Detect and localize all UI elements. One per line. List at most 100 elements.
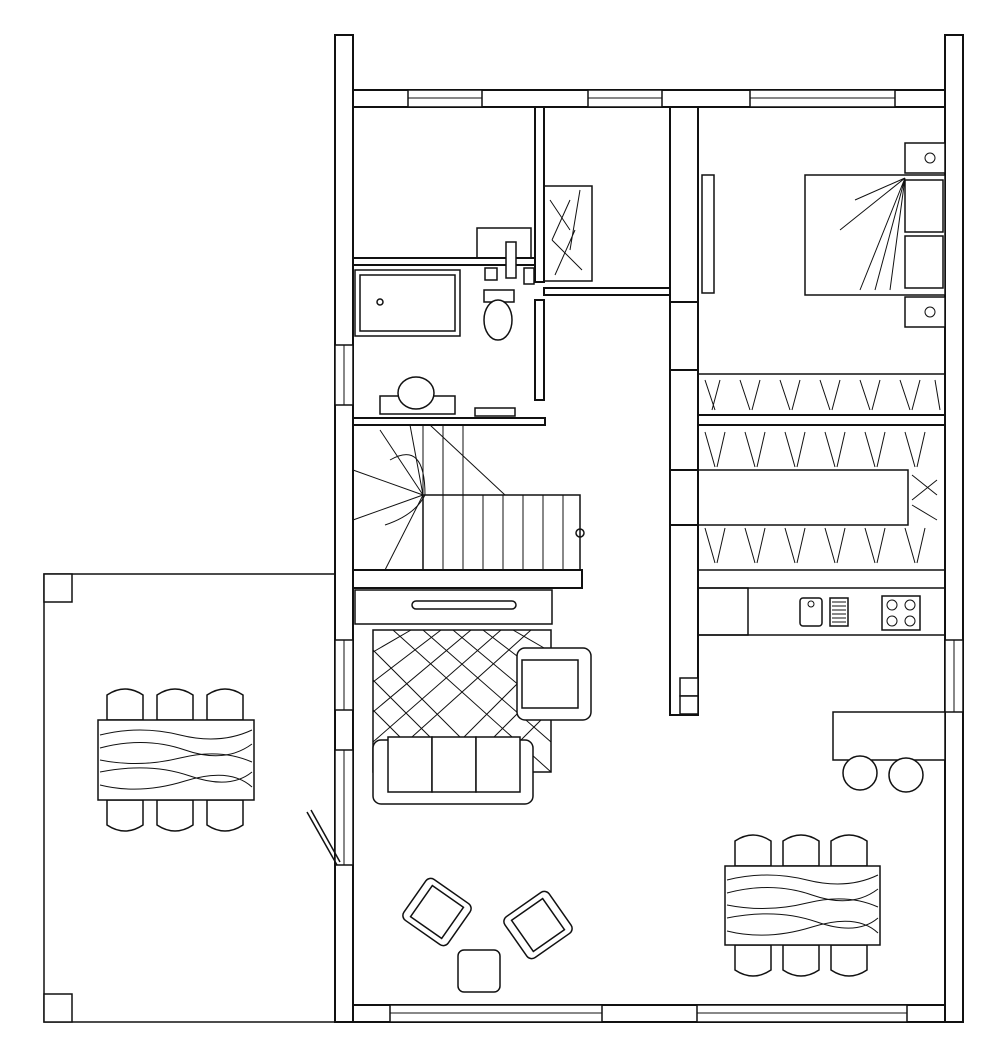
dining-table-part-part [726, 913, 879, 929]
closet-shelving-part [543, 185, 593, 282]
side-table [457, 949, 501, 993]
terrace-dining-table-part-part [206, 688, 244, 721]
dining-table-part [726, 874, 879, 936]
kitchen-part [886, 599, 898, 611]
bathroom [354, 227, 535, 417]
terrace-dining-table-part [99, 729, 253, 790]
living-room [354, 589, 592, 993]
interior-walls-part [543, 287, 671, 296]
terrace-dining-table-part-part [99, 767, 253, 783]
terrace-dining-table [97, 688, 255, 832]
wall-mirror [701, 174, 715, 294]
bedroom-part [924, 152, 936, 164]
terrace-dining-table-part-part [99, 742, 253, 757]
sink [397, 376, 435, 410]
dining-table [724, 834, 881, 977]
staircase-part-part [429, 424, 506, 496]
terrace-dining-table-part-part [106, 799, 144, 832]
terrace-door-part [310, 809, 341, 863]
interior-walls-part [534, 106, 545, 283]
lounge-chair [402, 877, 472, 947]
bathroom-part [359, 274, 456, 332]
exterior-walls-part [334, 34, 354, 1023]
terrace-dining-table-part-part [99, 729, 253, 740]
sofa-part [475, 736, 521, 793]
terrace-dining-table-part-part [206, 799, 244, 832]
dining-table-part-part [726, 898, 879, 910]
interior-walls-part [697, 414, 946, 426]
bedroom [697, 142, 946, 416]
bathroom-part [474, 407, 516, 417]
lounge-chair-part [510, 897, 566, 953]
bedroom-part [704, 379, 941, 411]
sofa [372, 736, 534, 805]
television [411, 600, 517, 610]
dining-table-part-part [726, 920, 879, 936]
staircase-part-part [352, 424, 424, 571]
interior-walls-part [352, 417, 546, 426]
interior-walls-part [669, 301, 699, 371]
washbasin-counter [476, 227, 532, 259]
pillow [904, 235, 944, 289]
terrace-dining-table-part-part [97, 719, 255, 801]
kitchen-part [679, 677, 699, 697]
walk-in-wardrobe-part [911, 474, 938, 521]
bathroom-part [505, 241, 517, 279]
exterior-walls-part [944, 34, 964, 1023]
armchair [516, 647, 592, 721]
dining-table-part-part [830, 834, 868, 867]
kitchen [679, 587, 946, 793]
bathtub [354, 269, 461, 337]
walk-in-wardrobe-part [697, 469, 909, 526]
sofa-part [431, 736, 477, 793]
sofa-part [387, 736, 433, 793]
dining-table-part-part [734, 944, 772, 977]
terrace-dining-table-part-part [106, 688, 144, 721]
drainboard [829, 597, 849, 627]
dining-table-part-part [830, 944, 868, 977]
terrace-dining-table-part-part [156, 799, 194, 832]
terrace-door[interactable] [306, 809, 341, 866]
terrace-dining-table-part-part [99, 774, 253, 790]
staircase-part [422, 494, 581, 571]
armchair-part [521, 659, 579, 709]
walk-in-wardrobe [697, 424, 946, 571]
cooktop [881, 595, 921, 631]
dishwasher [697, 587, 749, 636]
dining-table-part-part [724, 865, 881, 946]
interior-walls-part [669, 369, 699, 471]
kitchen-part [832, 601, 846, 623]
dining-table-part-part [782, 834, 820, 867]
bathroom-part [523, 267, 535, 285]
kitchen-part [679, 695, 699, 715]
interior-walls-part [352, 569, 583, 589]
dining-table-part [724, 834, 881, 977]
post-bottom-left [43, 993, 73, 1023]
lounge-chair [503, 890, 573, 960]
interior-walls-part [669, 106, 699, 303]
pillow [904, 179, 944, 233]
lounge-chair-part [409, 884, 465, 940]
dining-table-part-part [726, 887, 879, 902]
kitchen-part [904, 599, 916, 611]
staircase [352, 424, 585, 571]
closet-shelving-part [549, 189, 583, 276]
walk-in-wardrobe-part [704, 527, 926, 564]
kitchen-part [807, 600, 815, 608]
dining-table-part-part [734, 834, 772, 867]
windows [334, 89, 964, 1023]
bar-stool [842, 755, 878, 791]
bedroom-part [924, 306, 936, 318]
interior-walls-part [534, 299, 545, 401]
kitchen-island [832, 711, 946, 761]
dining-table-part-part [726, 874, 879, 885]
terrace-dining-table-part-part [156, 688, 194, 721]
dining-table-part-part [782, 944, 820, 977]
staircase-part [352, 424, 564, 571]
bedroom-part [839, 177, 906, 291]
drain [376, 298, 384, 306]
kitchen-part [886, 615, 898, 627]
closet-shelving [543, 185, 593, 282]
bar-stool [888, 757, 924, 793]
